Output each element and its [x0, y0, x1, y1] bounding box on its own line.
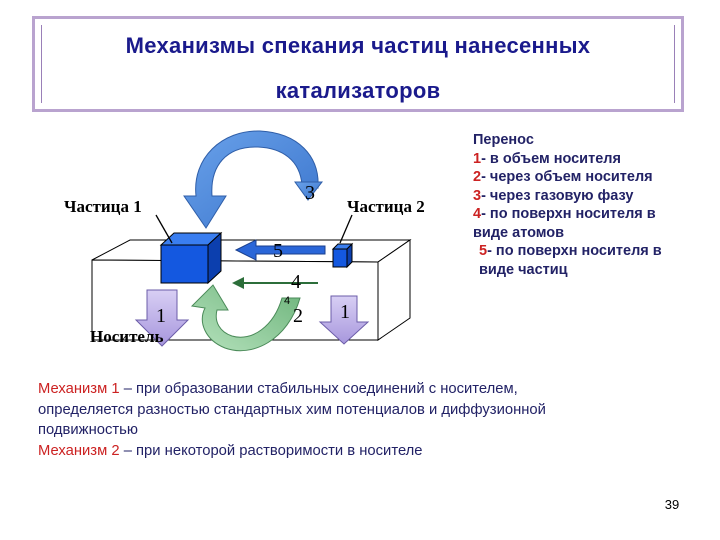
legend-item: виде частиц — [473, 261, 713, 280]
mechanisms-text: Механизм 1 – при образовании стабильных … — [38, 379, 718, 461]
legend-heading: Перенос — [473, 132, 534, 148]
number-1-left: 1 — [156, 305, 166, 327]
number-3: 3 — [305, 182, 315, 204]
arrow-1-into-carrier — [134, 289, 190, 347]
arrow-4-small — [232, 277, 318, 289]
number-1-right: 1 — [340, 301, 350, 323]
title-box: Механизмы спекания частиц нанесенных кат… — [32, 16, 684, 112]
arrow-5-surface-particles — [234, 239, 326, 261]
mechanism-1-line-1: Механизм 1 – при образовании стабильных … — [38, 379, 718, 400]
legend-item-num: 1 — [473, 150, 482, 167]
mechanism-2-text: – при некоторой растворимости в носителе — [119, 442, 423, 459]
legend-item-text: - по поверхн носителя в — [481, 206, 656, 222]
transfer-legend: Перенос 1- в объем носителя 2- через объ… — [473, 131, 713, 279]
number-2: 2 — [293, 305, 303, 327]
particle-2-cube — [331, 242, 354, 269]
number-4-large: 4 — [291, 271, 301, 293]
title-line-1: Механизмы спекания частиц нанесенных — [125, 33, 591, 58]
mechanism-1-line-2: определяется разностью стандартных хим п… — [38, 401, 546, 418]
legend-item: 4- по поверхн носителя в — [473, 205, 713, 224]
arrow-3-tail-head — [294, 181, 324, 201]
legend-item-text: - в объем носителя — [481, 150, 621, 167]
pointer-particle-2 — [339, 214, 353, 244]
arrow-4-surface-atoms — [190, 284, 301, 352]
pointer-particle-1 — [155, 214, 173, 244]
legend-item: 1- в объем носителя — [473, 150, 713, 169]
legend-item-text: виде частиц — [479, 261, 568, 278]
mechanism-1-text: – при образовании стабильных соединений … — [119, 381, 518, 397]
legend-item-num: 2 — [473, 169, 482, 185]
mechanism-1-label: Механизм 1 — [38, 381, 120, 397]
carrier-label: Носитель — [90, 327, 164, 346]
mechanism-2-label: Механизм 2 — [38, 442, 120, 459]
number-5: 5 — [273, 240, 283, 262]
legend-item: 5- по поверхн носителя в — [473, 242, 713, 261]
mechanism-1-line-3: подвижностью — [38, 422, 138, 438]
particle-1-label: Частица 1 — [64, 197, 142, 216]
legend-item-text: - через объем носителя — [481, 169, 653, 185]
legend-item: виде атомов — [473, 224, 713, 243]
legend-item: 3- через газовую фазу — [473, 187, 713, 206]
legend-item: 2- через объем носителя — [473, 168, 713, 187]
number-4-small: 4 — [284, 295, 290, 307]
legend-item-text: - через газовую фазу — [481, 187, 634, 204]
title-line-2: катализаторов — [275, 78, 441, 103]
arrow-2-through-carrier — [318, 295, 370, 345]
legend-item-num: 5 — [479, 243, 488, 259]
mechanism-2-line: Механизм 2 – при некоторой растворимости… — [38, 441, 718, 462]
title-frame — [41, 25, 675, 103]
legend-item-text: - по поверхн носителя в — [487, 243, 662, 259]
particle-1-cube — [159, 231, 223, 285]
particle-2-label: Частица 2 — [347, 197, 425, 216]
page-number: 39 — [664, 497, 680, 512]
legend-item-num: 3 — [473, 187, 482, 204]
legend-item-num: 4 — [473, 206, 482, 222]
arrow-3-gas-phase — [183, 130, 319, 229]
legend-item-text: виде атомов — [473, 224, 565, 241]
